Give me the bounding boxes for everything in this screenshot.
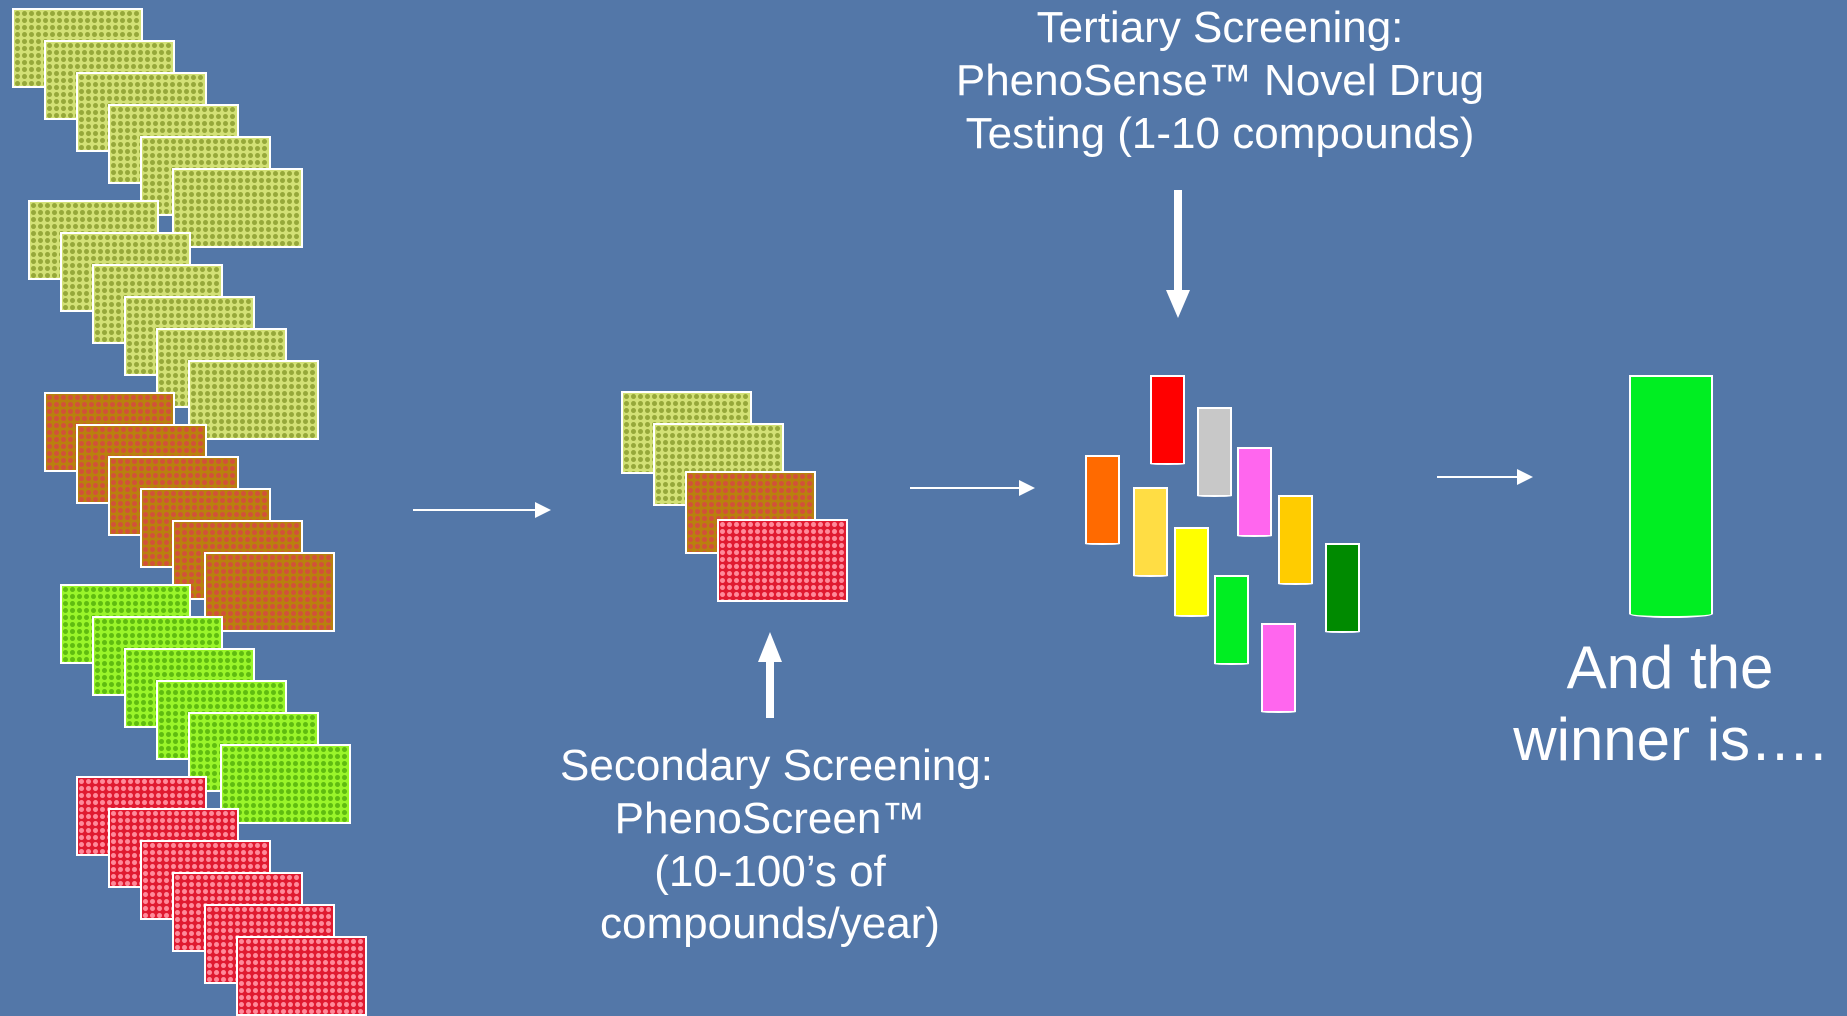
- flow-arrow-3: [1437, 476, 1519, 478]
- compound-tube: [1278, 495, 1313, 585]
- secondary-screening-caption: Secondary Screening: PhenoScreen™ (10-10…: [560, 740, 993, 951]
- compound-tube: [1197, 407, 1232, 497]
- caption-line: Tertiary Screening:: [1036, 3, 1404, 52]
- compound-tube: [1214, 575, 1249, 665]
- plate: [172, 168, 303, 248]
- caption-line: Testing (1-10 compounds): [965, 108, 1475, 158]
- plate: [204, 552, 335, 632]
- caption-line: And the: [1566, 634, 1774, 701]
- plate: [717, 519, 848, 602]
- flow-arrow-2: [910, 487, 1021, 489]
- caption-line: PhenoSense™ Novel Drug: [955, 55, 1485, 105]
- tertiary-screening-caption: Tertiary Screening: PhenoSense™ Novel Dr…: [900, 2, 1540, 160]
- compound-tube: [1325, 543, 1360, 633]
- compound-tube: [1150, 375, 1185, 465]
- compound-tube: [1085, 455, 1120, 545]
- caption-line: Secondary Screening:: [560, 741, 993, 790]
- compound-tube: [1237, 447, 1272, 537]
- caption-line: compounds/year): [600, 899, 940, 949]
- flow-arrow-1: [413, 509, 537, 511]
- plate: [188, 360, 319, 440]
- caption-line: (10-100’s of: [654, 846, 886, 896]
- winner-tube: [1629, 375, 1713, 618]
- compound-tube: [1261, 623, 1296, 713]
- winner-caption: And the winner is….: [1460, 632, 1847, 776]
- compound-tube: [1133, 487, 1168, 577]
- caption-line: PhenoScreen™: [614, 793, 926, 843]
- plate: [220, 744, 351, 824]
- caption-line: winner is….: [1513, 706, 1827, 773]
- plate: [236, 936, 367, 1016]
- compound-tube: [1174, 527, 1209, 617]
